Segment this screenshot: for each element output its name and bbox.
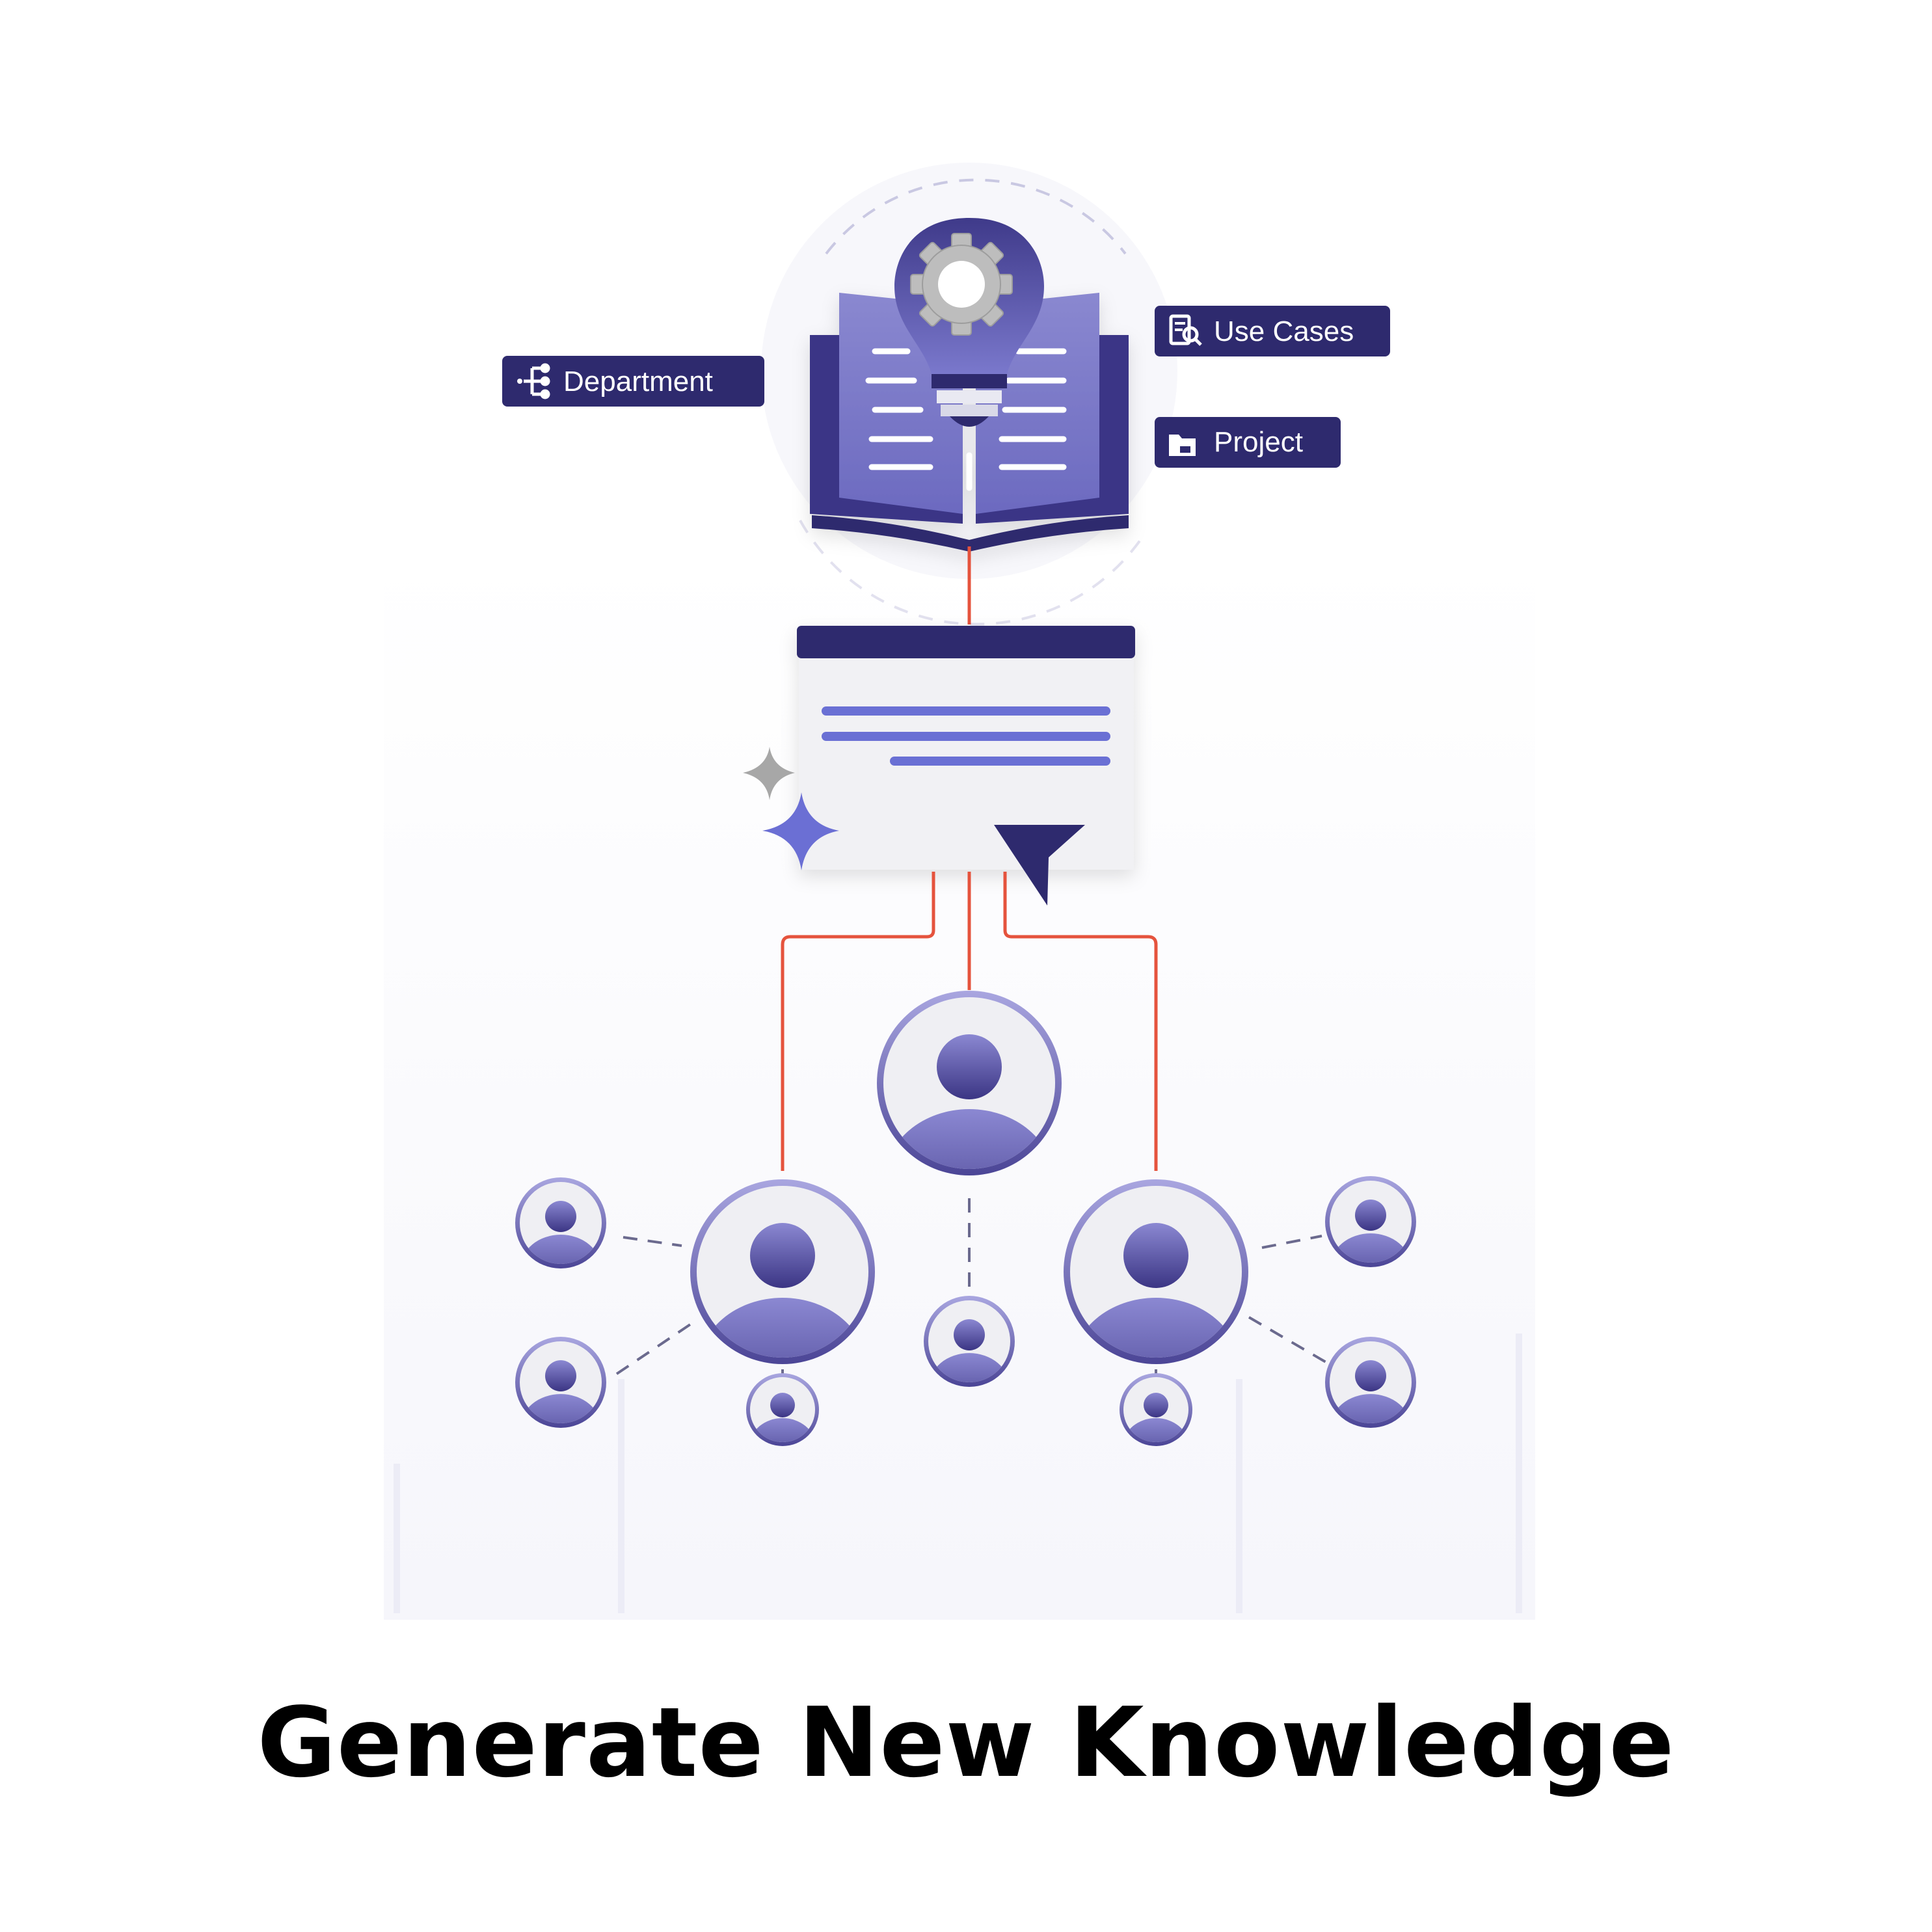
caption-title: Generate New Knowledge [257,1687,1675,1799]
background-guide-lines [394,1334,1522,1613]
person-icon [1330,1360,1411,1423]
person-icon [520,1201,601,1264]
person-icon [520,1360,601,1423]
person-icon [1330,1200,1411,1263]
connector-lines [781,872,1158,1171]
use-cases-tag-label: Use Cases [1214,315,1354,347]
person-icon [1123,1393,1188,1442]
person-icon [750,1393,815,1442]
dashed-connectors [615,1198,1336,1389]
person-icon [885,1034,1054,1169]
project-tag: Project [1155,417,1341,468]
person-node-top [877,991,1062,1175]
person-node-small-center [924,1296,1015,1387]
person-node-small-left-center [746,1373,819,1446]
gear-icon [910,233,1013,336]
hierarchy-icon [517,363,550,399]
person-node-small-right-center [1120,1373,1192,1446]
person-icon [929,1319,1010,1382]
person-icon [698,1223,867,1358]
person-node-right [1064,1179,1248,1364]
use-cases-tag: Use Cases [1155,306,1390,356]
person-node-small-left-top [515,1177,606,1268]
person-node-left [690,1179,875,1364]
search-document-icon [1169,314,1202,346]
document-icon [797,626,1135,870]
person-node-small-right-top [1325,1176,1416,1267]
sparkle-icon-large [762,792,839,870]
sparkle-icon [743,747,795,800]
folder-icon [1169,435,1196,456]
halo-dashed-arc-bottom [799,520,1146,626]
person-node-small-right-bottom [1325,1337,1416,1428]
person-node-small-left-bottom [515,1337,606,1428]
halo-dashed-arc [825,178,1127,255]
cursor-icon [994,825,1085,906]
person-icon [1071,1223,1241,1358]
department-tag: Department [502,356,764,407]
project-tag-label: Project [1214,426,1303,458]
department-tag-label: Department [563,366,713,397]
